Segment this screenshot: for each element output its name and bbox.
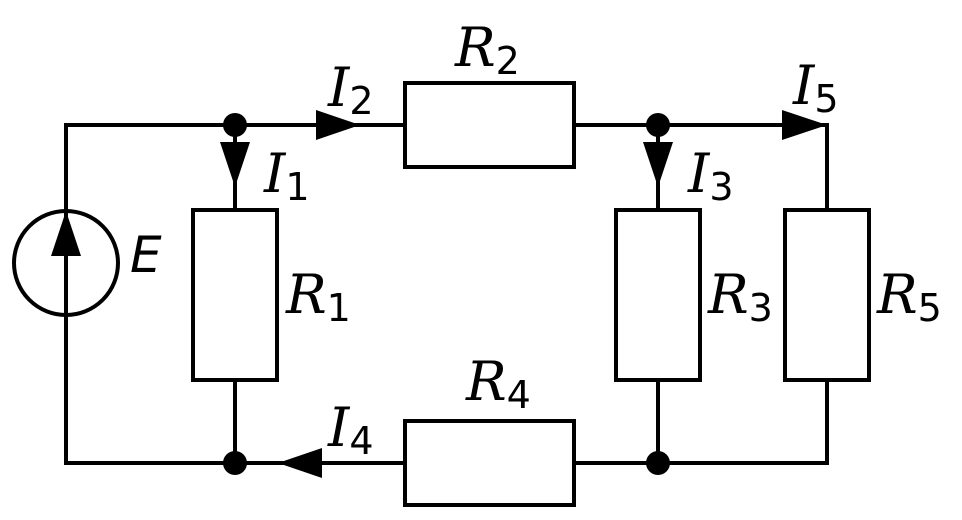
current-i2-label: I2: [327, 56, 374, 123]
current-i1-label: I1: [263, 142, 310, 209]
junction-node: [223, 113, 247, 137]
junction-node: [223, 451, 247, 475]
source-label: E: [130, 226, 162, 284]
source-arrow-up-icon: [51, 211, 81, 256]
arrow-down-icon: [220, 142, 250, 187]
resistor-r3-label: R3: [707, 263, 773, 330]
junction-nodes: [223, 113, 670, 475]
junction-node: [646, 113, 670, 137]
current-i5: I5: [782, 54, 839, 140]
current-i3: I3: [643, 142, 734, 209]
current-i1: I1: [220, 142, 310, 209]
junction-node: [646, 451, 670, 475]
current-i5-label: I5: [792, 54, 839, 121]
resistor-r5-label: R5: [876, 263, 942, 330]
resistor-r2: R2: [403, 16, 576, 169]
resistor-r3-body: [614, 208, 702, 382]
arrow-right-icon: [782, 110, 827, 140]
resistor-r2-body: [403, 81, 576, 169]
resistor-r3: R3: [614, 208, 773, 382]
voltage-source-e: E: [12, 209, 162, 317]
arrow-down-icon: [643, 142, 673, 187]
current-i4-label: I4: [327, 396, 374, 463]
resistor-r4: R4: [403, 350, 576, 507]
current-i3-label: I3: [687, 142, 734, 209]
resistor-r2-label: R2: [454, 16, 520, 83]
arrow-left-icon: [278, 448, 322, 478]
current-i2: I2: [316, 56, 374, 140]
resistor-r1-body: [191, 208, 279, 382]
resistor-r1: R1: [191, 208, 351, 382]
resistor-r5-body: [783, 208, 871, 382]
current-i4: I4: [278, 396, 374, 478]
resistor-r1-label: R1: [285, 263, 351, 330]
arrow-right-icon: [316, 110, 360, 140]
resistor-r4-label: R4: [465, 350, 531, 417]
resistor-r4-body: [403, 419, 576, 507]
resistor-r5: R5: [783, 208, 942, 382]
